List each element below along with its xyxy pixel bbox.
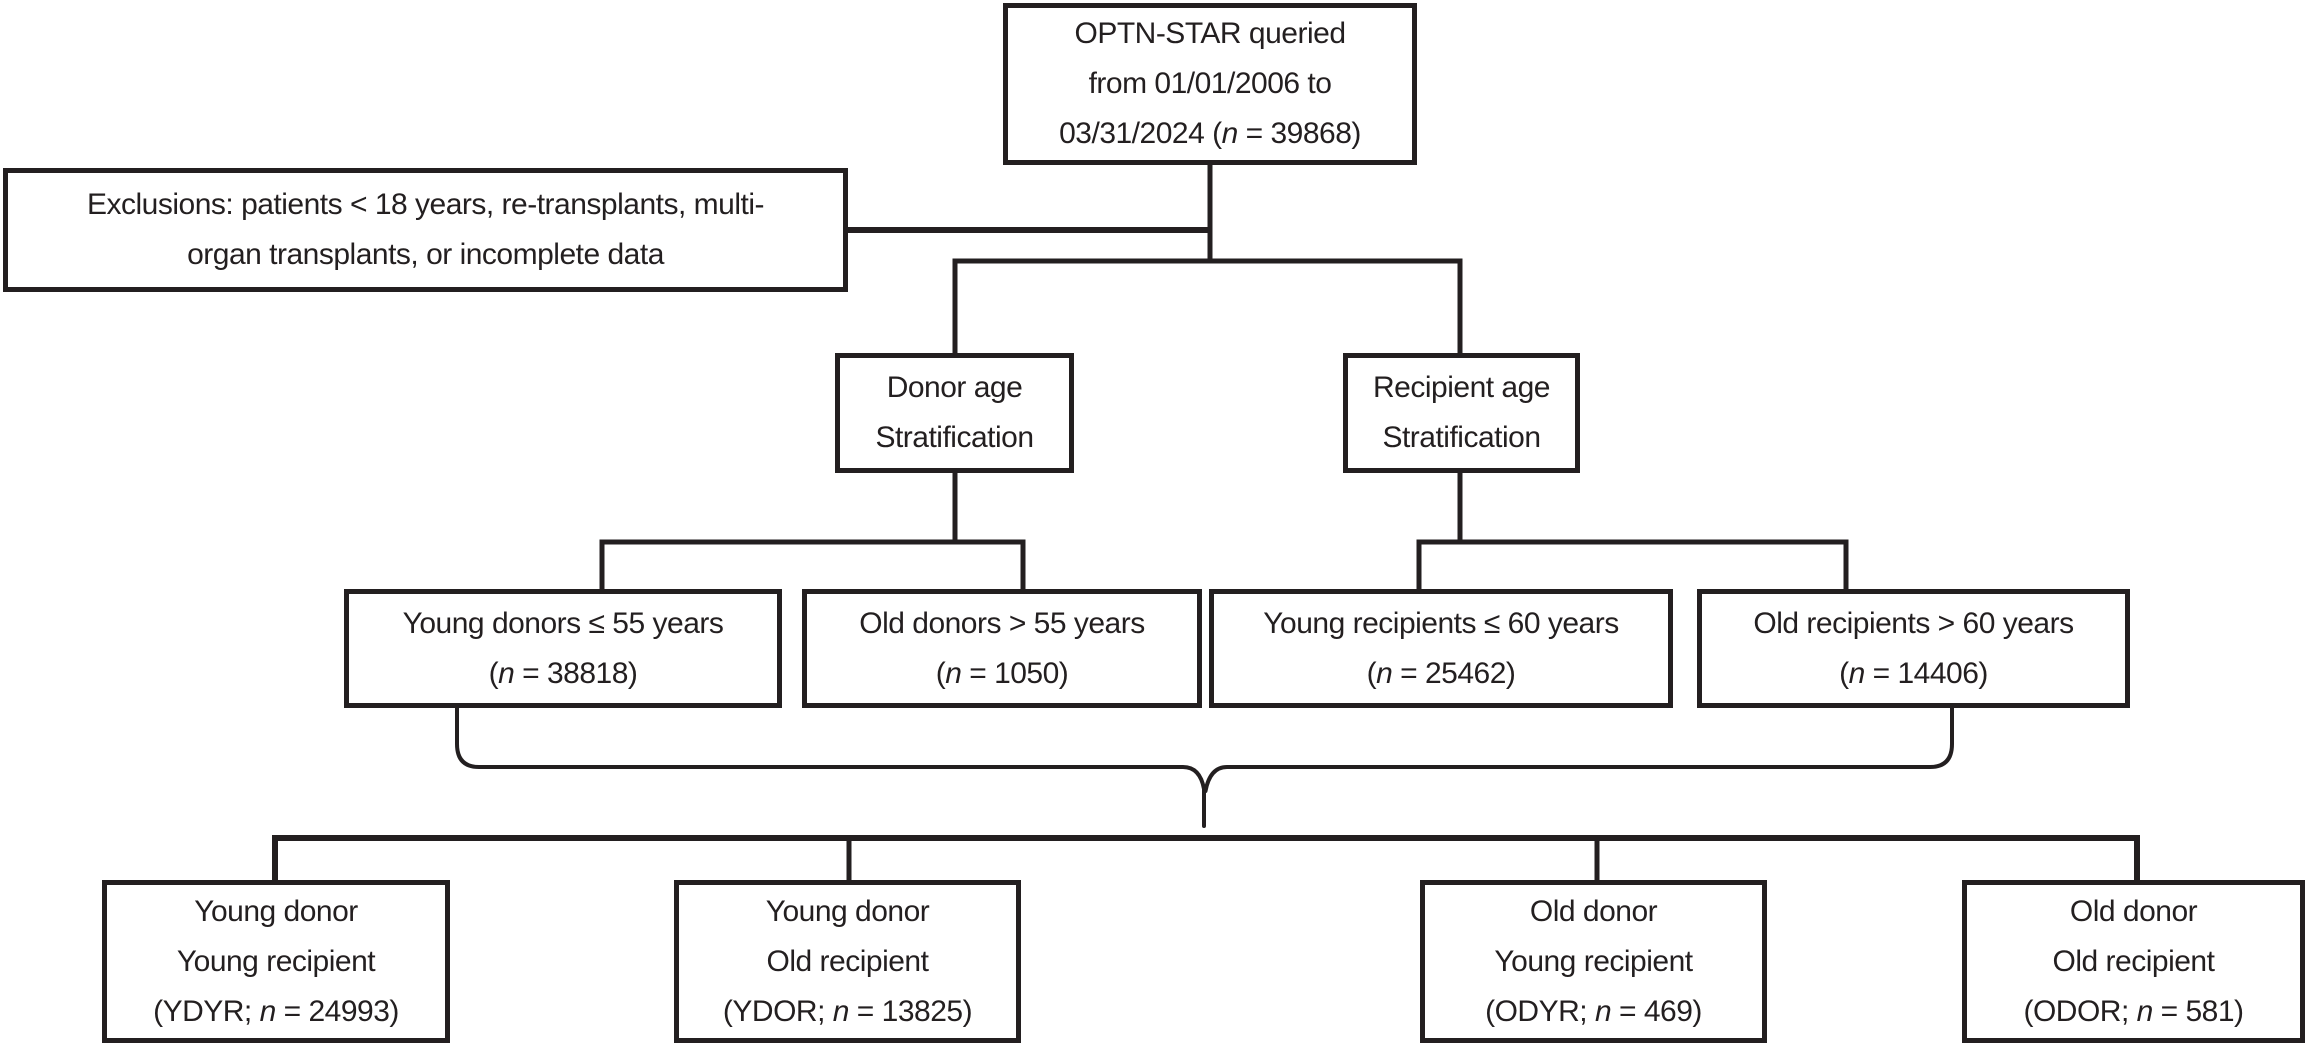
node-young-donors: Young donors ≤ 55 years (n = 38818) bbox=[344, 589, 782, 708]
text-line: Young recipients ≤ 60 years bbox=[1263, 606, 1619, 640]
brace-right-half bbox=[1203, 704, 1954, 793]
text-line: (ODYR; n = 469) bbox=[1485, 994, 1702, 1028]
edge-donor-split bbox=[599, 539, 1026, 589]
node-old-recipients: Old recipients > 60 years (n = 14406) bbox=[1697, 589, 2130, 708]
text-line: 03/31/2024 (n = 39868) bbox=[1059, 117, 1361, 150]
text-line: (YDYR; n = 24993) bbox=[153, 994, 399, 1028]
node-old-donors: Old donors > 55 years (n = 1050) bbox=[802, 589, 1202, 708]
text-line: (n = 25462) bbox=[1366, 656, 1516, 690]
text-line: Old recipient bbox=[2052, 944, 2215, 978]
edge-distributor bbox=[272, 835, 2140, 880]
text-line: organ transplants, or incomplete data bbox=[187, 238, 664, 271]
node-optn-star-query: OPTN-STAR queried from 01/01/2006 to 03/31… bbox=[1003, 3, 1417, 165]
edge-stratification-split bbox=[952, 258, 1463, 353]
text-line: (n = 1050) bbox=[935, 656, 1069, 690]
text-line: Old donor bbox=[2069, 894, 2198, 928]
node-exclusions: Exclusions: patients < 18 years, re-tran… bbox=[3, 168, 848, 292]
text-line: (n = 14406) bbox=[1839, 656, 1988, 690]
text-line: Old donor bbox=[1529, 894, 1658, 928]
text-line: Old recipients > 60 years bbox=[1753, 606, 2074, 640]
text-line: Exclusions: patients < 18 years, re-tran… bbox=[87, 188, 764, 221]
edge-recipient-split bbox=[1416, 539, 1849, 589]
text-line: Young recipient bbox=[1494, 944, 1693, 978]
text-line: Stratification bbox=[875, 421, 1034, 454]
text-line: Old donors > 55 years bbox=[859, 606, 1145, 640]
text-line: Young donor bbox=[194, 894, 358, 928]
text-line: Young donor bbox=[765, 894, 930, 928]
text-line: (YDOR; n = 13825) bbox=[722, 994, 973, 1028]
node-young-recipients: Young recipients ≤ 60 years (n = 25462) bbox=[1209, 589, 1673, 708]
text-line: Old recipient bbox=[766, 944, 929, 978]
text-line: Young donors ≤ 55 years bbox=[402, 606, 724, 640]
text-line: Recipient age bbox=[1373, 371, 1550, 404]
brace-left-half bbox=[455, 704, 1206, 828]
text-line: (ODOR; n = 581) bbox=[2023, 994, 2244, 1028]
text-line: Donor age bbox=[886, 371, 1023, 404]
text-line: OPTN-STAR queried bbox=[1074, 17, 1346, 50]
text-line: Young recipient bbox=[176, 944, 376, 978]
text-line: from 01/01/2006 to bbox=[1088, 67, 1332, 100]
text-line: (n = 38818) bbox=[488, 656, 638, 690]
text-line: Stratification bbox=[1382, 421, 1541, 454]
